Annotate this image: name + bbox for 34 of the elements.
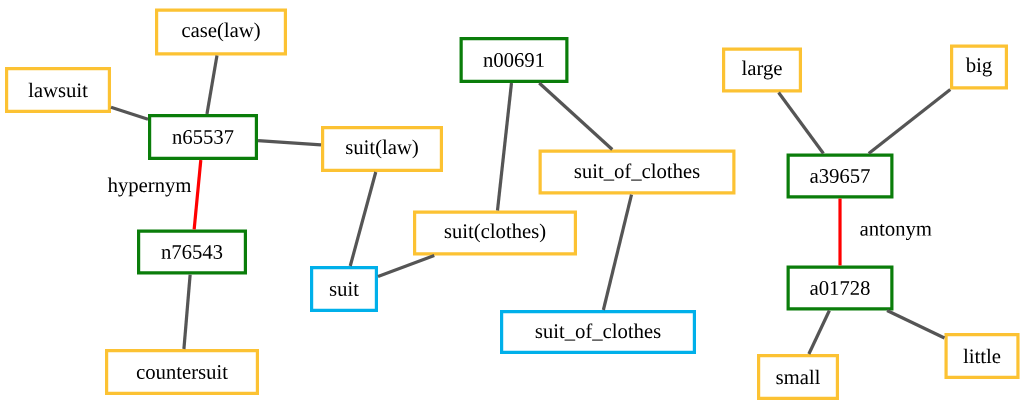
connector (807, 309, 831, 355)
connector (182, 274, 192, 350)
connector (867, 88, 952, 155)
word-box: n65537 (148, 114, 258, 160)
connector (348, 171, 378, 267)
word-box: small (757, 354, 839, 400)
connector (377, 254, 435, 278)
connector (192, 159, 203, 230)
word-box: suit_of_clothes (500, 310, 696, 354)
connector (110, 105, 149, 121)
connector (257, 139, 322, 147)
word-box: large (722, 47, 802, 93)
word-box: n00691 (459, 37, 569, 83)
edge-label: antonym (858, 222, 934, 242)
word-box: suit_of_clothes (538, 149, 736, 195)
word-box: suit(law) (321, 126, 443, 172)
edge-label: hypernym (106, 176, 193, 198)
word-box: n76543 (137, 229, 247, 275)
word-box: lawsuit (5, 67, 111, 113)
connector (777, 91, 825, 155)
connector (205, 55, 219, 115)
word-box: a39657 (786, 153, 894, 199)
word-box: big (950, 44, 1008, 90)
word-box: countersuit (105, 349, 259, 395)
word-box: suit(clothes) (413, 210, 577, 256)
word-box: a01728 (786, 265, 894, 311)
word-box: case(law) (155, 8, 287, 56)
connector (495, 82, 514, 211)
connector (538, 81, 614, 151)
connector (886, 309, 946, 340)
connector (601, 194, 634, 311)
word-box: little (944, 333, 1020, 379)
connector (838, 198, 842, 266)
word-box: suit (310, 266, 378, 312)
